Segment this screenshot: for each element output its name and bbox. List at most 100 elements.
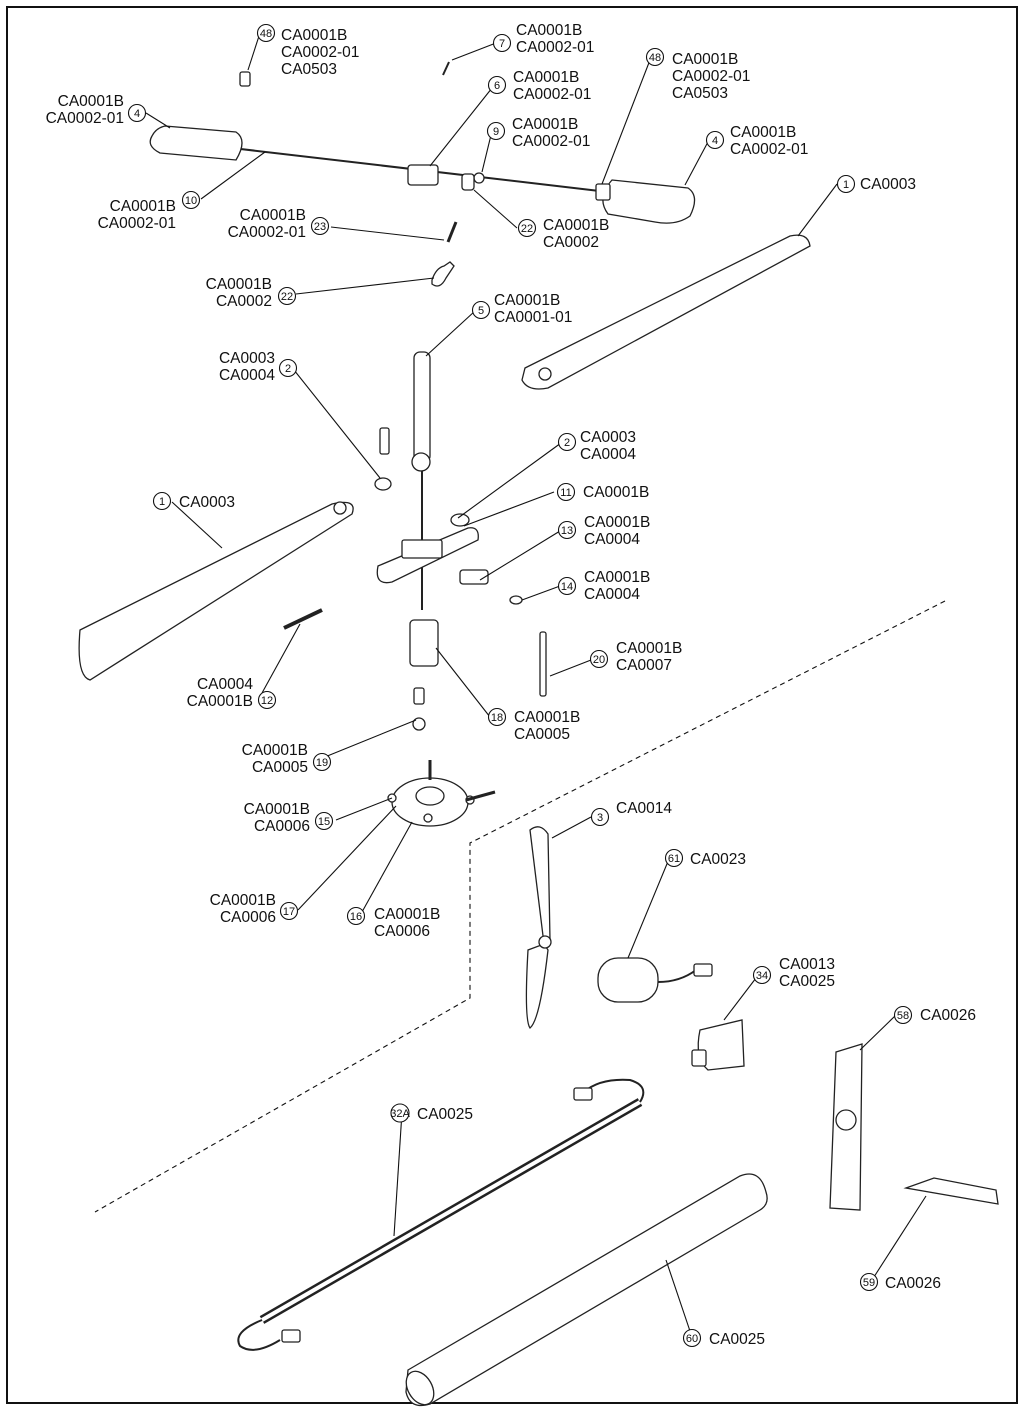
part-code-label: CA0023 xyxy=(690,851,746,868)
part-code-label: CA0004 xyxy=(584,531,640,548)
callout-number-circle xyxy=(314,811,334,831)
part-code-label: CA0002-01 xyxy=(730,141,808,158)
part-code-label: CA0026 xyxy=(920,1007,976,1024)
callout-number: 4 xyxy=(712,135,718,147)
callout-number: 58 xyxy=(897,1010,909,1022)
part-code-label: CA0001B xyxy=(616,640,682,657)
callout-number-circle xyxy=(152,491,172,511)
callout-number: 34 xyxy=(756,970,768,982)
callout-number-circle xyxy=(277,286,297,306)
callout-number-circle xyxy=(752,965,772,985)
callout-number: 23 xyxy=(314,221,326,233)
part-code-label: CA0002 xyxy=(216,293,272,310)
callout-number-circle xyxy=(492,33,512,53)
callout-number: 12 xyxy=(261,695,273,707)
paddle-weight xyxy=(595,183,611,201)
main-shaft-5-part xyxy=(413,351,431,463)
part-18 xyxy=(409,619,439,667)
part-code-label: CA0001B xyxy=(583,484,649,501)
callout-number-circle xyxy=(517,218,537,238)
callout-number: 19 xyxy=(316,757,328,769)
callout-number: 13 xyxy=(561,525,573,537)
part-code-label: CA0003 xyxy=(580,429,636,446)
part-code-label: CA0025 xyxy=(779,973,835,990)
part-code-label: CA0503 xyxy=(281,61,337,78)
part-code-label: CA0001B xyxy=(512,116,578,133)
callout-number-circle xyxy=(312,752,332,772)
part-19 xyxy=(413,687,425,705)
callout-number-circle xyxy=(486,121,506,141)
part-code-label: CA0001-01 xyxy=(494,309,572,326)
part-code-label: CA0006 xyxy=(220,909,276,926)
part-code-label: CA0002-01 xyxy=(281,44,359,61)
part-code-label: CA0002-01 xyxy=(98,215,176,232)
callout-number: 17 xyxy=(283,906,295,918)
part-code-label: CA0001B xyxy=(730,124,796,141)
part-code-label: CA0001B xyxy=(516,22,582,39)
callout-number: 48 xyxy=(260,28,272,40)
callout-number: 16 xyxy=(350,911,362,923)
callout-number: 61 xyxy=(668,853,680,865)
callout-number-circle xyxy=(859,1272,879,1292)
part-code-label: CA0005 xyxy=(252,759,308,776)
part-code-label: CA0001B xyxy=(584,514,650,531)
tail-motor-part xyxy=(597,957,659,1003)
callout-number-circle xyxy=(181,190,201,210)
callout-number-circle xyxy=(589,649,609,669)
callout-number: 22 xyxy=(521,223,533,235)
flybar-seesaw-part xyxy=(407,164,439,186)
flybar-paddle-left xyxy=(149,125,243,161)
part-code-label: CA0026 xyxy=(885,1275,941,1292)
main-blade-left xyxy=(78,501,354,681)
callout-number-circle xyxy=(645,47,665,67)
part-code-label: CA0002 xyxy=(543,234,599,251)
callout-number: 32A xyxy=(390,1108,410,1120)
callout-number-circle xyxy=(664,848,684,868)
weight-48-part xyxy=(239,71,251,87)
callout-number: 14 xyxy=(561,581,573,593)
part-code-label: CA0025 xyxy=(709,1331,765,1348)
part-code-label: CA0001B xyxy=(584,569,650,586)
part-code-label: CA0001B xyxy=(58,93,124,110)
callout-number: 10 xyxy=(185,195,197,207)
callout-number: 4 xyxy=(134,108,140,120)
callout-number: 6 xyxy=(494,80,500,92)
part-code-label: CA0001B xyxy=(187,693,253,710)
part-14 xyxy=(509,595,523,605)
callout-number-circle xyxy=(893,1005,913,1025)
part-code-label: CA0002-01 xyxy=(512,133,590,150)
callout-c58: 58 CA0026 xyxy=(893,1005,976,1025)
part-code-label: CA0001B xyxy=(110,198,176,215)
callout-number-circle xyxy=(279,901,299,921)
part-code-label: CA0004 xyxy=(219,367,275,384)
part-code-label: CA0002-01 xyxy=(516,39,594,56)
part-code-label: CA0001B xyxy=(494,292,560,309)
callout-number: 15 xyxy=(318,816,330,828)
part-code-label: CA0004 xyxy=(197,676,253,693)
callout-number: 3 xyxy=(597,812,603,824)
part-code-label: CA0001B xyxy=(210,892,276,909)
part-code-label: CA0013 xyxy=(779,956,835,973)
callout-number-circle xyxy=(310,216,330,236)
callout-number-circle xyxy=(557,520,577,540)
callout-number-circle xyxy=(682,1328,702,1348)
callout-c61: 61 CA0023 xyxy=(664,848,746,868)
callout-number: 18 xyxy=(491,712,503,724)
link-22-lower-part xyxy=(431,261,455,287)
